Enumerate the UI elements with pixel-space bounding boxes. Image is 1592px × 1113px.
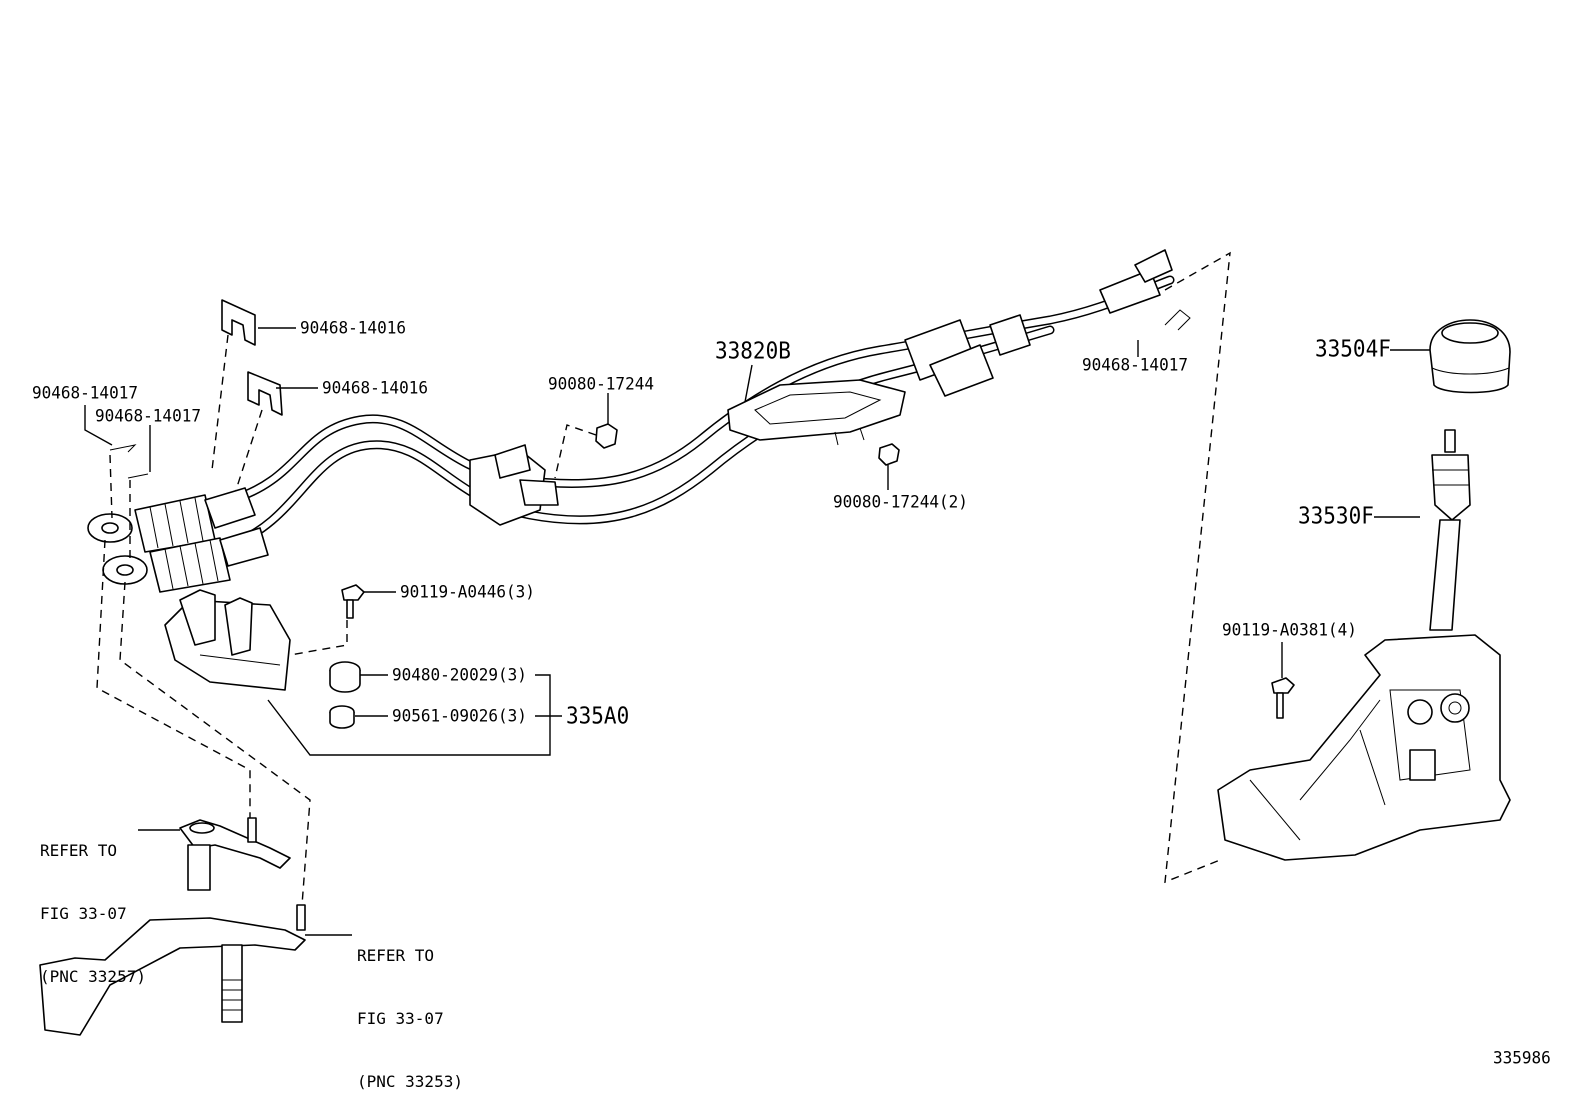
callout-33504F: 33504F — [1315, 335, 1391, 363]
refer-note-line: (PNC 33253) — [357, 1072, 463, 1091]
cable-bracket — [164, 589, 291, 691]
callout-90468-14017-left-upper: 90468-14017 — [32, 382, 138, 403]
callout-33530F: 33530F — [1298, 502, 1374, 530]
bracket-fasteners — [329, 423, 900, 729]
callout-90119-A0381: 90119-A0381(4) — [1222, 619, 1357, 640]
callout-90468-14016-lower: 90468-14016 — [322, 377, 428, 398]
callout-335A0: 335A0 — [566, 702, 630, 730]
refer-note-pnc-33253: REFER TO FIG 33-07 (PNC 33253) — [357, 903, 463, 1113]
dashed-reference-lines — [96, 251, 1231, 906]
figure-number: 335986 — [1493, 1047, 1551, 1068]
callout-90468-14017-left-lower: 90468-14017 — [95, 405, 201, 426]
shift-lever-links — [39, 817, 306, 1036]
shift-cable-assembly — [87, 249, 1175, 593]
shift-knob — [1429, 319, 1511, 394]
callout-33820B: 33820B — [715, 337, 791, 365]
housing-bolt — [1271, 677, 1295, 719]
refer-note-line: REFER TO — [40, 841, 118, 860]
callout-90119-A0446: 90119-A0446(3) — [400, 581, 535, 602]
callout-90080-17244: 90080-17244 — [548, 373, 654, 394]
refer-note-line: (PNC 33257) — [40, 967, 146, 986]
refer-note-pnc-33257: REFER TO FIG 33-07 (PNC 33257) — [40, 798, 146, 1008]
callout-90080-17244-qty2: 90080-17244(2) — [833, 491, 968, 512]
leader-lines — [84, 327, 1430, 936]
callout-90468-14016-upper: 90468-14016 — [300, 317, 406, 338]
refer-note-line: FIG 33-07 — [40, 904, 127, 923]
retainer-clips — [109, 299, 1191, 479]
shift-lever — [1429, 429, 1471, 631]
shift-housing — [1217, 634, 1511, 861]
refer-note-line: FIG 33-07 — [357, 1009, 444, 1028]
callout-90468-14017-right: 90468-14017 — [1082, 354, 1188, 375]
refer-note-line: REFER TO — [357, 946, 435, 965]
callout-90561-09026: 90561-09026(3) — [392, 705, 527, 726]
callout-90480-20029: 90480-20029(3) — [392, 664, 527, 685]
